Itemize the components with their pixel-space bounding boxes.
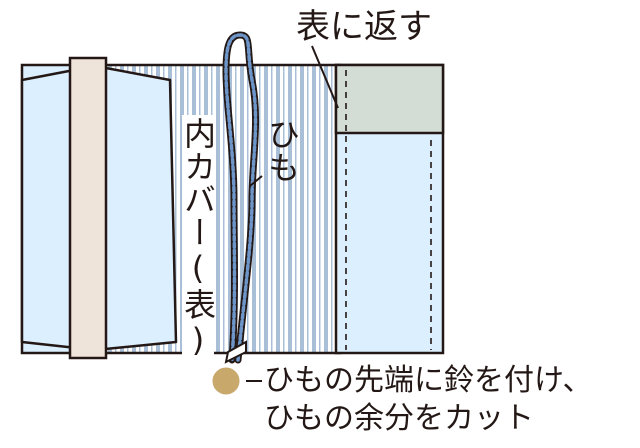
string-leader [249,175,263,187]
bell-note-line1: ひもの先端に鈴を付け、 [264,363,593,398]
string-cord-fill [224,33,258,362]
turn-over-label: 表に返す [296,7,432,47]
flap-fold-top [334,63,445,135]
bell-note-line2: ひもの余分をカット [264,401,534,436]
beige-band [68,56,108,360]
string-knot [224,340,247,364]
inner-cover-surface-label: 内カバー(表) [179,115,217,362]
string-label: ひも [263,118,301,184]
bell [212,367,240,395]
turn-over-leader [311,45,339,109]
